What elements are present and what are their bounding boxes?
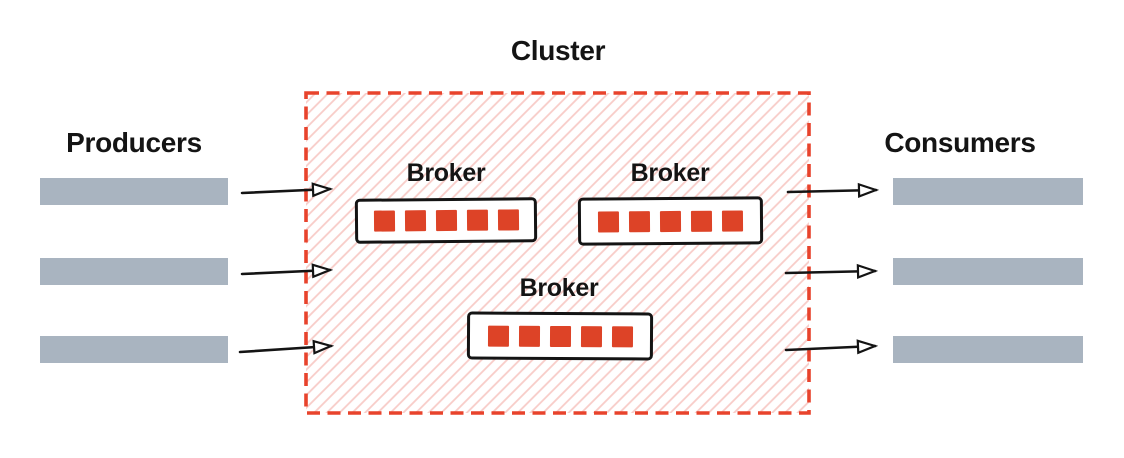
consumer-bar-2 [893,258,1083,285]
broker-1-box [354,197,538,244]
consumer-bar-3 [893,336,1083,363]
producer-arrow-2 [240,270,330,274]
partition-square [597,210,620,233]
broker-2-label: Broker [630,159,710,187]
producer-arrow-1 [240,189,330,193]
partition-square [549,325,571,347]
producers-label: Producers [66,127,202,158]
producer-arrow-3 [238,346,331,352]
broker-3-label: Broker [519,274,599,302]
partition-square [659,210,682,232]
broker-2-box [577,196,764,246]
partition-square [611,325,633,347]
consumer-arrows [784,190,876,350]
partition-square [690,210,713,232]
partition-square [404,210,426,232]
partition-square [435,209,457,232]
partition-square [628,210,651,232]
producer-bar-3 [40,336,228,363]
partition-square [373,210,395,232]
partition-square [487,325,509,347]
partition-square [721,209,744,232]
producer-bar-1 [40,178,228,205]
producer-bar-2 [40,258,228,285]
cluster-title: Cluster [510,35,606,66]
partition-square [497,209,519,231]
cluster-boundary-box [304,91,811,415]
consumer-arrow-2 [784,271,875,273]
consumer-arrow-3 [784,346,875,350]
producer-arrows [238,189,331,352]
consumers-label: Consumers [884,127,1036,158]
broker-3-box [466,311,654,361]
consumer-bar-1 [893,178,1083,205]
partition-square [518,325,540,347]
partition-square [580,325,602,347]
consumer-arrow-1 [786,190,876,192]
partition-square [466,209,488,231]
broker-1-label: Broker [406,159,486,187]
